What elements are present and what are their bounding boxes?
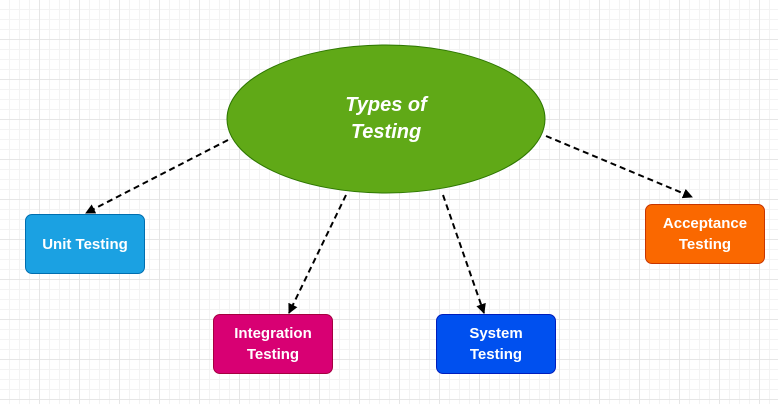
node-system-testing-label: System Testing — [469, 325, 523, 363]
center-node-types-of-testing[interactable]: Types of Testing — [226, 44, 546, 194]
node-unit-testing[interactable]: Unit Testing — [25, 214, 145, 274]
node-unit-testing-label: Unit Testing — [42, 235, 128, 253]
edge-center-to-system-testing — [442, 194, 486, 314]
edge-center-to-integration-testing — [288, 194, 347, 314]
node-acceptance-testing[interactable]: Acceptance Testing — [645, 204, 765, 264]
edge-center-to-acceptance-testing — [545, 135, 693, 199]
center-node-label: Types of Testing — [345, 94, 427, 143]
node-integration-testing[interactable]: Integration Testing — [213, 314, 333, 374]
node-integration-testing-label: Integration Testing — [234, 325, 312, 363]
node-acceptance-testing-label: Acceptance Testing — [662, 215, 748, 253]
node-system-testing[interactable]: System Testing — [436, 314, 556, 374]
center-ellipse-shape — [226, 44, 546, 194]
edge-center-to-unit-testing — [85, 139, 229, 214]
